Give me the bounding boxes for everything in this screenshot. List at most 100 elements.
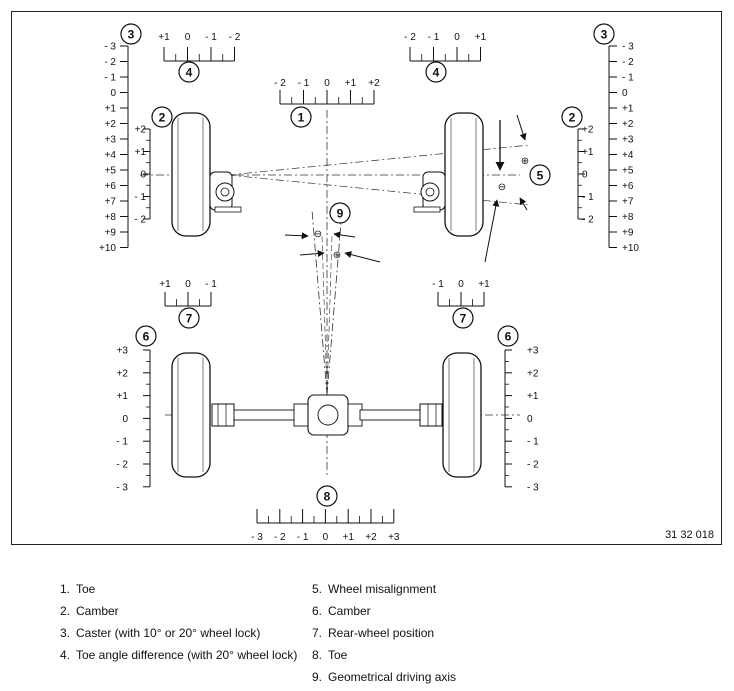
scale-label: - 2 [274,78,286,89]
rear-left-wheel [171,352,211,478]
scale-label: +8 [622,212,634,223]
misalignment-arrow [519,197,528,211]
callout-number: 9 [337,206,344,220]
callout-8: 8 [316,485,338,507]
front-right-wheel [413,112,484,237]
scale-label: +2 [527,368,539,379]
callout-number: 6 [143,329,150,343]
scale-label: +1 [105,104,117,115]
plus-sign: ⊕ [521,156,529,167]
legend-item: 6.Camber [312,604,371,618]
legend-column-left: 1.Toe 2.Camber 3.Caster (with 10° or 20°… [60,578,297,666]
callout-6: 6 [497,325,519,347]
scale-label: - 2 [622,57,634,68]
callout-circle [290,106,312,128]
callout-number: 3 [601,27,608,41]
rear-axle-drivetrain [211,394,443,436]
scale-label: - 1 [297,532,309,543]
caster-scale-right: - 3- 2- 10+1+2+3+4+5+6+7+8+9+10 [608,42,639,254]
measurement-scales: - 3- 2- 10+1+2+3+4+5+6+7+8+9+10- 3- 2- 1… [99,32,639,543]
scale-label: - 3 [104,42,116,53]
scale-label: 0 [458,279,464,290]
scale-label: - 2 [582,215,594,226]
scale-label: +2 [117,368,129,379]
scale-label: +3 [388,532,400,543]
scale-label: +3 [105,135,117,146]
callout-circle [593,23,615,45]
callout-3: 3 [593,23,615,45]
minus-sign: ⊖ [498,182,506,193]
scale-label: - 1 [527,437,539,448]
callout-circle [135,325,157,347]
scale-label: 0 [122,414,128,425]
scale-label: - 2 [404,32,416,43]
legend-item: 7.Rear-wheel position [312,626,435,640]
scale-label: - 2 [134,215,146,226]
driving-axis-line [321,234,328,396]
scale-label: 0 [582,170,588,181]
driving-axis-arrow [344,251,381,263]
scale-label: +5 [622,166,634,177]
scale-label: 0 [454,32,460,43]
scale-label: - 3 [251,532,263,543]
scale-label: +4 [105,150,117,161]
scale-label: - 1 [298,78,310,89]
toe-line [227,144,531,176]
callout-circle [561,106,583,128]
legend-column-right: 5.Wheel misalignment 6.Camber 7.Rear-whe… [312,578,456,688]
scale-label: +4 [622,150,634,161]
scale-label: - 1 [205,279,217,290]
scale-label: +7 [622,197,634,208]
scale-label: +6 [105,181,117,192]
callout-7: 7 [452,307,474,329]
scale-label: - 2 [274,532,286,543]
caster-scale-left: - 3- 2- 10+1+2+3+4+5+6+7+8+9+10 [99,42,129,254]
scale-label: +2 [582,125,594,136]
callout-number: 2 [159,110,166,124]
callout-circle [329,202,351,224]
callout-3: 3 [120,23,142,45]
misalignment-arrow [484,199,500,263]
callout-circle [497,325,519,347]
misalignment-arrow [516,114,527,141]
figure-code: 31 32 018 [665,529,714,541]
scale-label: +7 [105,197,117,208]
callout-number: 7 [460,311,467,325]
callout-4: 4 [178,61,200,83]
camber-scale-rear-left: +3+2+10- 1- 2- 3 [116,346,151,493]
legend-item: 3.Caster (with 10° or 20° wheel lock) [60,626,261,640]
driving-axis-line [311,209,328,396]
scale-label: - 1 [104,73,116,84]
scale-label: +1 [135,147,147,158]
legend-item: 1.Toe [60,582,96,596]
callout-circle [151,106,173,128]
scale-label: +1 [158,32,170,43]
scale-label: +1 [345,78,357,89]
rear-right-wheel [442,352,482,478]
scale-label: - 3 [527,482,539,493]
legend-item: 8.Toe [312,648,348,662]
driving-axis-line [326,209,343,396]
scale-label: +1 [475,32,487,43]
scale-label: 0 [323,532,329,543]
scale-label: +6 [622,181,634,192]
callout-7: 7 [178,307,200,329]
scale-label: +1 [527,391,539,402]
callout-2: 2 [151,106,173,128]
scale-label: +5 [105,166,117,177]
scale-label: +9 [622,228,634,239]
callout-number: 6 [505,329,512,343]
callout-1: 1 [290,106,312,128]
scale-label: - 1 [116,437,128,448]
scale-label: 0 [185,32,191,43]
scale-label: +3 [527,346,539,357]
scale-label: +9 [105,228,117,239]
scale-label: 0 [324,78,330,89]
scale-label: 0 [140,170,146,181]
scale-label: +10 [622,243,639,254]
driving-axis-arrow [284,232,309,240]
scale-label: +1 [117,391,129,402]
